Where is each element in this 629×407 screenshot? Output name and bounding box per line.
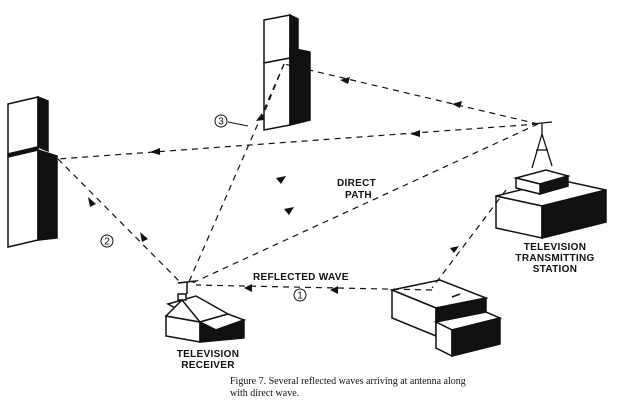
marker-3: 3	[214, 114, 249, 128]
receiver-antenna	[177, 280, 197, 294]
wave-tx-to-bottom-building	[431, 189, 507, 289]
wave-direct-path	[189, 123, 539, 285]
wave-reflected-3	[187, 63, 285, 285]
figure-caption: Figure 7. Several reflected waves arrivi…	[230, 376, 560, 400]
wave-tx-to-left-building	[57, 123, 539, 160]
wave-reflected-1	[195, 284, 433, 291]
receiver-label-line2: RECEIVER	[181, 360, 235, 371]
reflected-wave-label: REFLECTED WAVE	[253, 272, 349, 283]
receiver-label-line1: TELEVISION	[177, 349, 239, 360]
caption-line-1: Figure 7. Several reflected waves arrivi…	[230, 376, 466, 387]
receiver-house	[164, 293, 247, 343]
direct-path-label-line2: PATH	[345, 190, 372, 201]
arrow-head	[88, 197, 96, 207]
arrow-head	[410, 130, 420, 137]
arrow-head	[452, 101, 462, 108]
top-tall-building	[263, 13, 311, 131]
wave-paths	[57, 63, 539, 291]
wave-arrows	[88, 77, 462, 294]
arrow-head	[450, 246, 459, 253]
station-label-line1: TELEVISION	[524, 242, 586, 253]
arrow-head	[150, 148, 160, 155]
wave-tx-to-top-building	[283, 63, 539, 125]
direct-path-label-line1: DIRECT	[337, 178, 376, 189]
bottom-right-building	[389, 279, 503, 358]
marker-2: 2	[100, 234, 114, 248]
marker-1: 1	[293, 288, 307, 302]
arrow-head	[244, 284, 252, 292]
arrow-head	[340, 77, 350, 84]
arrow-head	[140, 232, 148, 242]
left-tall-building	[7, 95, 58, 248]
marker-3-text: 3	[218, 117, 224, 128]
wave-top-to-left	[261, 63, 285, 119]
marker-1-text: 1	[297, 291, 303, 302]
wave-reflected-2	[57, 158, 183, 285]
arrow-head	[256, 113, 264, 121]
arrow-head	[284, 207, 294, 215]
station-label-line2: TRANSMITTING	[515, 253, 594, 264]
marker-2-text: 2	[104, 237, 110, 248]
station-label-line3: STATION	[533, 264, 578, 275]
transmitting-station	[495, 169, 607, 239]
arrow-head	[276, 176, 286, 184]
arrow-head	[330, 286, 338, 294]
transmitter-tower	[531, 121, 553, 169]
caption-line-2: with direct wave.	[230, 388, 300, 399]
